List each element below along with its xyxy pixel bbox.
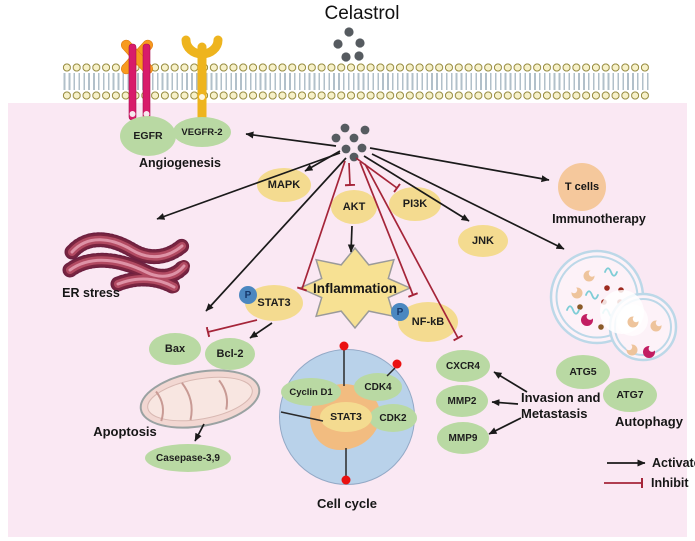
node-nfkb-label: NF-kB — [411, 316, 445, 328]
node-pi3k: PI3K — [389, 187, 441, 221]
node-cdk2-label: CDK2 — [379, 412, 407, 424]
node-jnk-label: JNK — [471, 235, 494, 247]
phospho-p-label: P — [244, 289, 252, 301]
label-invasion-line2: Metastasis — [521, 406, 588, 421]
node-casepase-label: Casepase-3,9 — [156, 452, 220, 464]
legend-inhibit-label: Inhibit — [651, 476, 689, 490]
node-mapk: MAPK — [257, 168, 311, 202]
label-invasion-line1: Invasion and — [521, 390, 601, 405]
membrane-outer-heads — [62, 62, 650, 73]
node-pi3k-label: PI3K — [402, 198, 428, 210]
label-angiogenesis: Angiogenesis — [139, 156, 221, 170]
node-cxcr4-label: CXCR4 — [446, 360, 480, 372]
node-egfr-label: EGFR — [133, 130, 163, 142]
node-cdk2: CDK2 — [369, 404, 417, 432]
node-akt-label: AKT — [342, 201, 366, 213]
label-cell-cycle: Cell cycle — [317, 496, 377, 511]
node-vegfr2: VEGFR-2 — [173, 117, 231, 147]
phospho-badge-nfkb: P — [391, 303, 409, 321]
t-cells-circle: T cells — [558, 163, 606, 211]
label-inflammation: Inflammation — [312, 281, 397, 296]
label-apoptosis: Apoptosis — [93, 424, 157, 439]
node-stat3-nucleus-label: STAT3 — [330, 411, 362, 423]
node-bcl2-label: Bcl-2 — [216, 348, 244, 360]
node-egfr: EGFR — [120, 116, 176, 156]
node-jnk: JNK — [458, 225, 508, 257]
node-atg5: ATG5 — [556, 355, 610, 389]
node-mapk-label: MAPK — [267, 179, 301, 191]
membrane-inner-heads — [62, 90, 650, 101]
node-vegfr2-label: VEGFR-2 — [181, 126, 223, 138]
label-invasion-metastasis: Invasion and Metastasis — [521, 390, 600, 422]
label-autophagy: Autophagy — [615, 414, 683, 429]
node-cyclin-d1-label: Cyclin D1 — [289, 386, 333, 398]
node-mmp9-label: MMP9 — [448, 432, 478, 444]
node-bax-label: Bax — [164, 343, 186, 355]
phospho-p-label: P — [396, 306, 404, 318]
node-cxcr4: CXCR4 — [436, 350, 490, 382]
label-immunotherapy: Immunotherapy — [552, 212, 646, 226]
membrane-lipid-tails — [62, 73, 650, 90]
node-casepase: Casepase-3,9 — [145, 444, 231, 472]
legend-activate-label: Activate — [652, 456, 695, 470]
node-bax: Bax — [149, 333, 201, 365]
node-mmp2-label: MMP2 — [447, 395, 477, 407]
node-mmp9: MMP9 — [437, 422, 489, 454]
phospho-badge-stat3: P — [239, 286, 257, 304]
node-mmp2: MMP2 — [436, 385, 488, 417]
diagram-title: Celastrol — [324, 3, 400, 24]
node-bcl2: Bcl-2 — [205, 338, 255, 370]
node-cyclin-d1: Cyclin D1 — [281, 378, 341, 406]
celastrol-molecule-icon — [333, 27, 365, 62]
label-er-stress: ER stress — [62, 286, 120, 300]
t-cells-label: T cells — [564, 181, 600, 193]
node-atg5-label: ATG5 — [569, 366, 597, 378]
node-stat3-nucleus: STAT3 — [320, 402, 372, 432]
node-akt: AKT — [331, 190, 377, 224]
node-stat3-label: STAT3 — [257, 297, 291, 309]
node-atg7-label: ATG7 — [616, 389, 644, 401]
node-cdk4-label: CDK4 — [364, 381, 392, 393]
node-cdk4: CDK4 — [354, 373, 402, 401]
node-atg7: ATG7 — [603, 378, 657, 412]
